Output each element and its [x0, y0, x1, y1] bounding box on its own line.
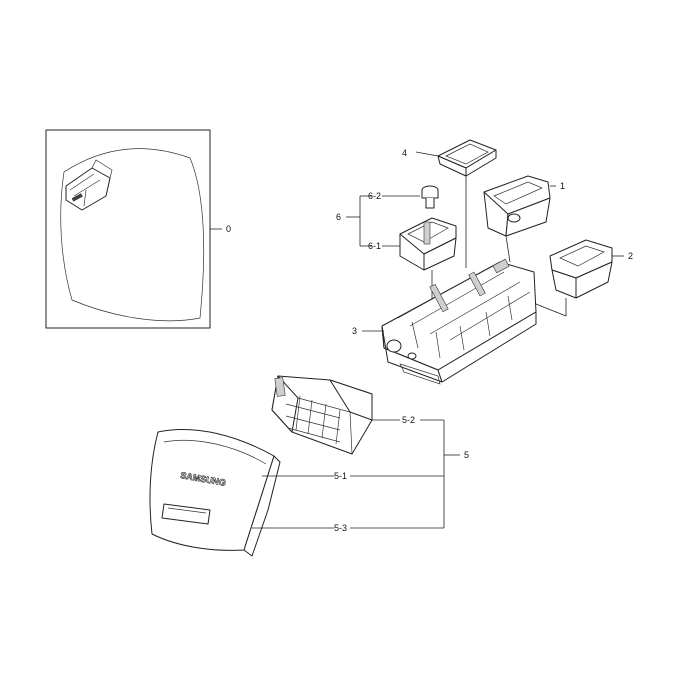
- part-label-0: 0: [226, 224, 231, 234]
- overview-frame: [45, 129, 211, 329]
- part-label-6: 6: [336, 212, 341, 222]
- part-label-3: 3: [352, 326, 357, 336]
- part-3-dispenser-housing: 3: [352, 258, 537, 385]
- inset-dispenser-drawer: [65, 159, 113, 211]
- part-label-6-1: 6-1: [368, 241, 381, 251]
- part-label-5-3: 5-3: [334, 523, 347, 533]
- washer-cabinet-outline: [60, 148, 205, 322]
- part-6-1-box: [399, 217, 457, 300]
- part-label-4: 4: [402, 148, 407, 158]
- part-6-group: 6 6-2 6-1: [336, 185, 457, 300]
- part-label-2: 2: [628, 251, 633, 261]
- part-label-6-2: 6-2: [368, 191, 381, 201]
- part-label-5-1: 5-1: [334, 471, 347, 481]
- part-4-tray: 4: [402, 139, 497, 268]
- part-label-1: 1: [560, 181, 565, 191]
- part-label-5-2: 5-2: [402, 415, 415, 425]
- part-5-2-drawer-frame: 5-2: [271, 375, 415, 455]
- part-2-softener-cup: 2: [525, 239, 633, 317]
- overview-inset: 0: [45, 129, 231, 329]
- part-5-bracket: 5: [350, 419, 469, 529]
- part-label-5: 5: [464, 450, 469, 460]
- part-1-detergent-cup: 1: [483, 175, 565, 263]
- part-6-2-knob: [421, 185, 439, 209]
- part-5-1-front-panel: SAMSUNG: [149, 429, 281, 557]
